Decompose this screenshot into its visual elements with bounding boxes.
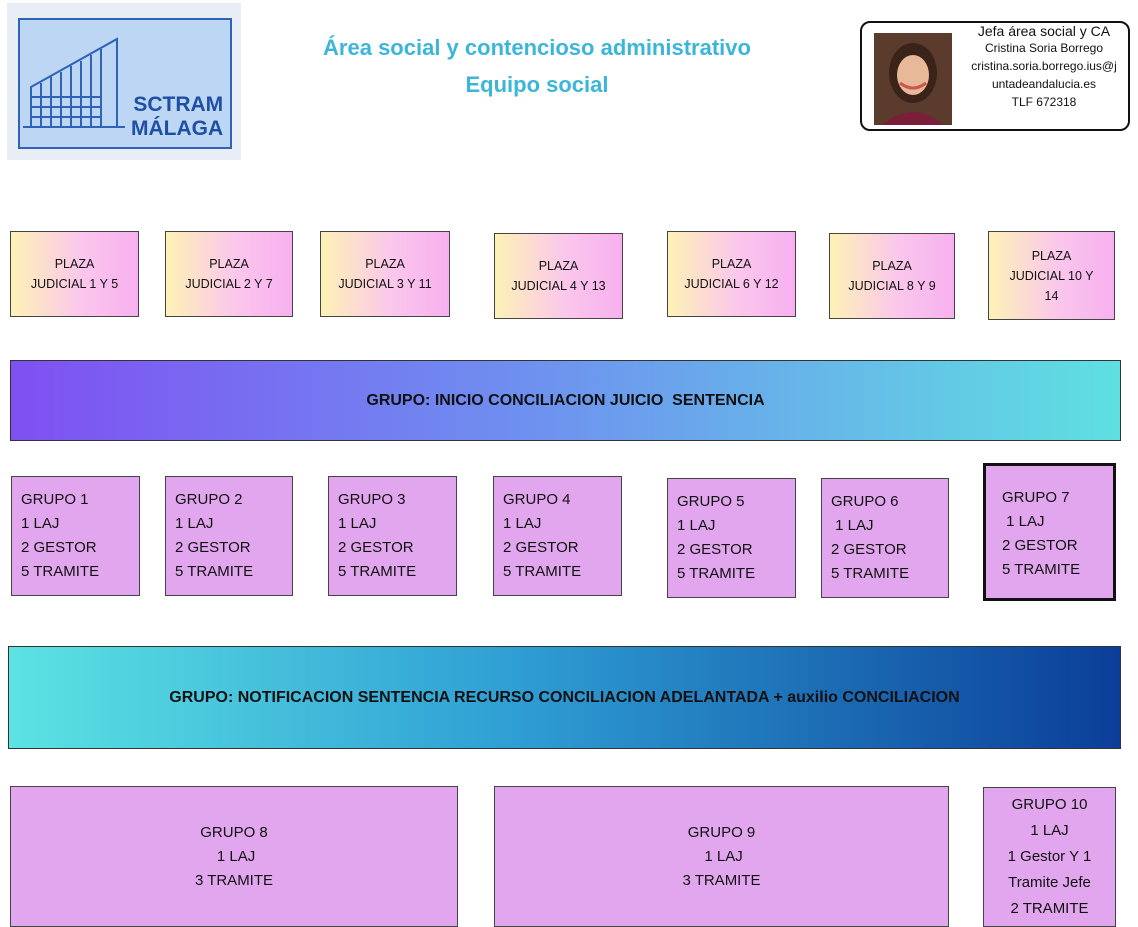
plaza-box: PLAZA JUDICIAL 2 Y 7 [165,231,293,317]
plaza-line: 14 [1044,288,1059,303]
group-line: 2 GESTOR [21,539,97,556]
plaza-box: PLAZA JUDICIAL 4 Y 13 [494,233,623,319]
plaza-line: PLAZA [538,259,579,273]
plaza-box: PLAZA JUDICIAL 6 Y 12 [667,231,796,317]
group-line: 2 GESTOR [1002,537,1078,554]
group-line: 5 TRAMITE [175,563,254,580]
group-line: 3 TRAMITE [194,871,274,889]
group-line: 1 LAJ [831,517,874,534]
group-bar-inicio: GRUPO: INICIO CONCILIACION JUICIO SENTEN… [10,360,1121,441]
group-box-6: GRUPO 6 1 LAJ 2 GESTOR 5 TRAMITE [821,478,949,598]
logo-text: SCTRAM MÁLAGA [131,93,223,141]
group-line: 5 TRAMITE [831,565,910,582]
plaza-line: JUDICIAL 4 Y 13 [511,279,606,293]
plaza-line: PLAZA [365,257,405,271]
group-box-8: GRUPO 8 1 LAJ 3 TRAMITE [10,786,458,927]
group-line: 1 LAJ [21,515,60,532]
group-line: 5 TRAMITE [677,565,756,582]
logo-text-line2: MÁLAGA [131,117,224,140]
group-line: 5 TRAMITE [338,563,417,580]
contact-name: Cristina Soria Borrego [984,41,1104,55]
group-box-9: GRUPO 9 1 LAJ 3 TRAMITE [494,786,949,927]
group-box-2: GRUPO 2 1 LAJ 2 GESTOR 5 TRAMITE [165,476,293,596]
group-title: GRUPO 5 [677,493,745,510]
group-box-1: GRUPO 1 1 LAJ 2 GESTOR 5 TRAMITE [11,476,140,596]
plaza-line: PLAZA [872,259,912,273]
group-box-4: GRUPO 4 1 LAJ 2 GESTOR 5 TRAMITE [493,476,622,596]
group-title: GRUPO 6 [831,493,899,510]
group-line: 2 GESTOR [677,541,753,558]
plaza-line: JUDICIAL 3 Y 11 [338,277,432,291]
plaza-line: JUDICIAL 1 Y 5 [30,277,119,291]
contact-phone: TLF 672318 [1011,95,1077,109]
plaza-line: JUDICIAL 6 Y 12 [684,277,779,291]
building-icon [23,37,125,128]
group-box-3: GRUPO 3 1 LAJ 2 GESTOR 5 TRAMITE [328,476,457,596]
plaza-box: PLAZA JUDICIAL 1 Y 5 [10,231,139,317]
group-title: GRUPO 4 [503,491,571,508]
group-bar-notificacion: GRUPO: NOTIFICACION SENTENCIA RECURSO CO… [8,646,1121,749]
plaza-box: PLAZA JUDICIAL 8 Y 9 [829,233,955,319]
group-title: GRUPO 8 [200,823,268,841]
group-line: 2 GESTOR [338,539,414,556]
contact-email-line1: cristina.soria.borrego.ius@j [971,59,1117,73]
contact-email-line2: untadeandalucia.es [991,77,1097,91]
plaza-line: PLAZA [209,257,249,271]
plaza-line: JUDICIAL 2 Y 7 [185,277,273,291]
profile-photo [874,33,952,125]
page-subtitle: Equipo social [465,72,609,97]
group-line: 5 TRAMITE [21,563,100,580]
plaza-line: PLAZA [1031,248,1072,263]
group-line: Tramite Jefe [1008,874,1091,891]
group-line: 1 LAJ [338,515,377,532]
group-title: GRUPO 7 [1002,489,1070,506]
group-line: 2 TRAMITE [1010,900,1089,917]
group-line: 5 TRAMITE [503,563,582,580]
group-box-10: GRUPO 10 1 LAJ 1 Gestor Y 1 Tramite Jefe… [983,787,1116,927]
group-line: 1 LAJ [1002,513,1045,530]
group-line: 1 Gestor Y 1 [1007,848,1092,865]
contact-details: Jefa área social y CA Cristina Soria Bor… [958,23,1130,111]
group-title: GRUPO 1 [21,491,89,508]
contact-card: Jefa área social y CA Cristina Soria Bor… [860,21,1130,131]
group-line: 1 LAJ [677,517,716,534]
page-title: Área social y contencioso administrativo [323,35,751,60]
group-line: 1 LAJ [700,847,743,865]
group-line: 5 TRAMITE [1002,561,1081,578]
plaza-line: PLAZA [711,257,752,271]
group-title: GRUPO 2 [175,491,243,508]
group-box-7: GRUPO 7 1 LAJ 2 GESTOR 5 TRAMITE [983,463,1116,601]
plaza-box: PLAZA JUDICIAL 10 Y 14 [988,231,1115,320]
plaza-box: PLAZA JUDICIAL 3 Y 11 [320,231,450,317]
logo-text-line1: SCTRAM [133,93,224,116]
group-line: 1 LAJ [175,515,214,532]
group-box-5: GRUPO 5 1 LAJ 2 GESTOR 5 TRAMITE [667,478,796,598]
group-line: 1 LAJ [212,847,256,865]
sctram-logo: SCTRAM MÁLAGA [7,3,241,160]
group-line: 1 LAJ [503,515,542,532]
group-title: GRUPO 10 [1011,796,1088,813]
group-line: 2 GESTOR [175,539,251,556]
plaza-line: JUDICIAL 10 Y [1009,268,1094,283]
group-title: GRUPO 9 [687,823,756,841]
contact-role: Jefa área social y CA [977,23,1111,39]
plaza-line: JUDICIAL 8 Y 9 [848,279,936,293]
group-bar-label: GRUPO: INICIO CONCILIACION JUICIO SENTEN… [366,391,765,409]
group-bar-label: GRUPO: NOTIFICACION SENTENCIA RECURSO CO… [169,688,960,706]
plaza-line: PLAZA [54,257,95,271]
group-line: 2 GESTOR [503,539,579,556]
group-title: GRUPO 3 [338,491,406,508]
group-line: 1 LAJ [1030,822,1069,839]
group-line: 3 TRAMITE [682,871,761,889]
group-line: 2 GESTOR [831,541,907,558]
